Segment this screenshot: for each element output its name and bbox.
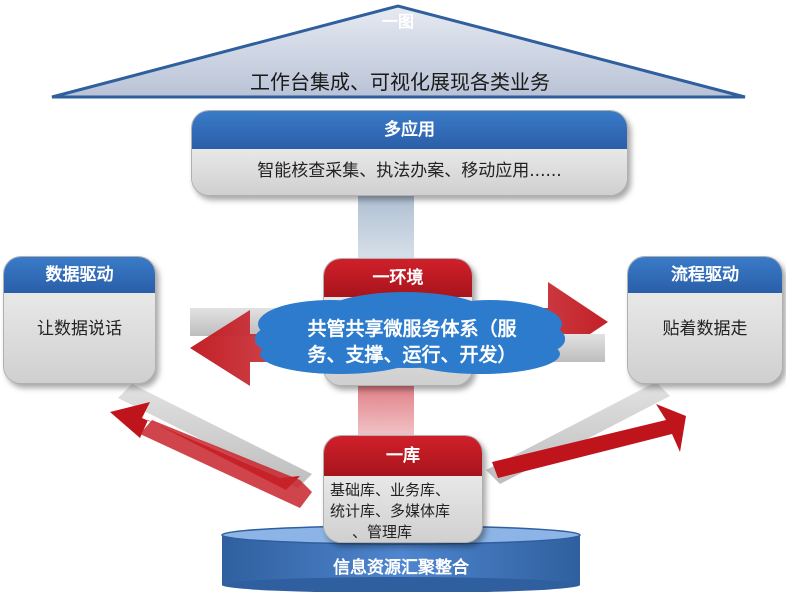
apps-body: 智能核查采集、执法办案、移动应用...... [192,149,627,195]
data-drive-title: 数据驱动 [4,257,155,293]
library-card: 一库 基础库、业务库、 统计库、多媒体库 、管理库 [323,435,483,543]
cloud-line-2: 务、支撑、运行、开发） [307,344,517,366]
arrow-diag-left-gray [118,384,312,488]
pillar-top [358,195,414,270]
pillar-bottom [358,385,414,440]
flow-drive-body: 贴着数据走 [628,293,782,383]
cloud-overlay [255,292,565,374]
cloud-line-1: 共管共享微服务体系（服 [307,318,517,340]
apps-card: 多应用 智能核查采集、执法办案、移动应用...... [191,110,628,196]
data-drive-body: 让数据说话 [4,293,155,383]
flow-drive-title: 流程驱动 [628,257,782,293]
apps-title: 多应用 [192,111,627,149]
library-line-1: 基础库、业务库、 [330,481,451,499]
env-title: 一环境 [324,259,472,297]
library-line-2: 统计库、多媒体库 [330,502,451,520]
library-line-3: 、管理库 [352,523,413,541]
data-drive-card: 数据驱动 让数据说话 [3,256,156,384]
roof-subtitle: 工作台集成、可视化展现各类业务 [250,70,550,94]
flow-drive-card: 流程驱动 贴着数据走 [627,256,783,384]
arrow-diag-right-red [492,404,686,478]
cloud-text: 共管共享微服务体系（服 务、支撑、运行、开发） [262,316,562,368]
base-label: 信息资源汇聚整合 [333,558,469,578]
roof-title: 一图 [381,12,414,31]
library-title: 一库 [324,436,482,476]
